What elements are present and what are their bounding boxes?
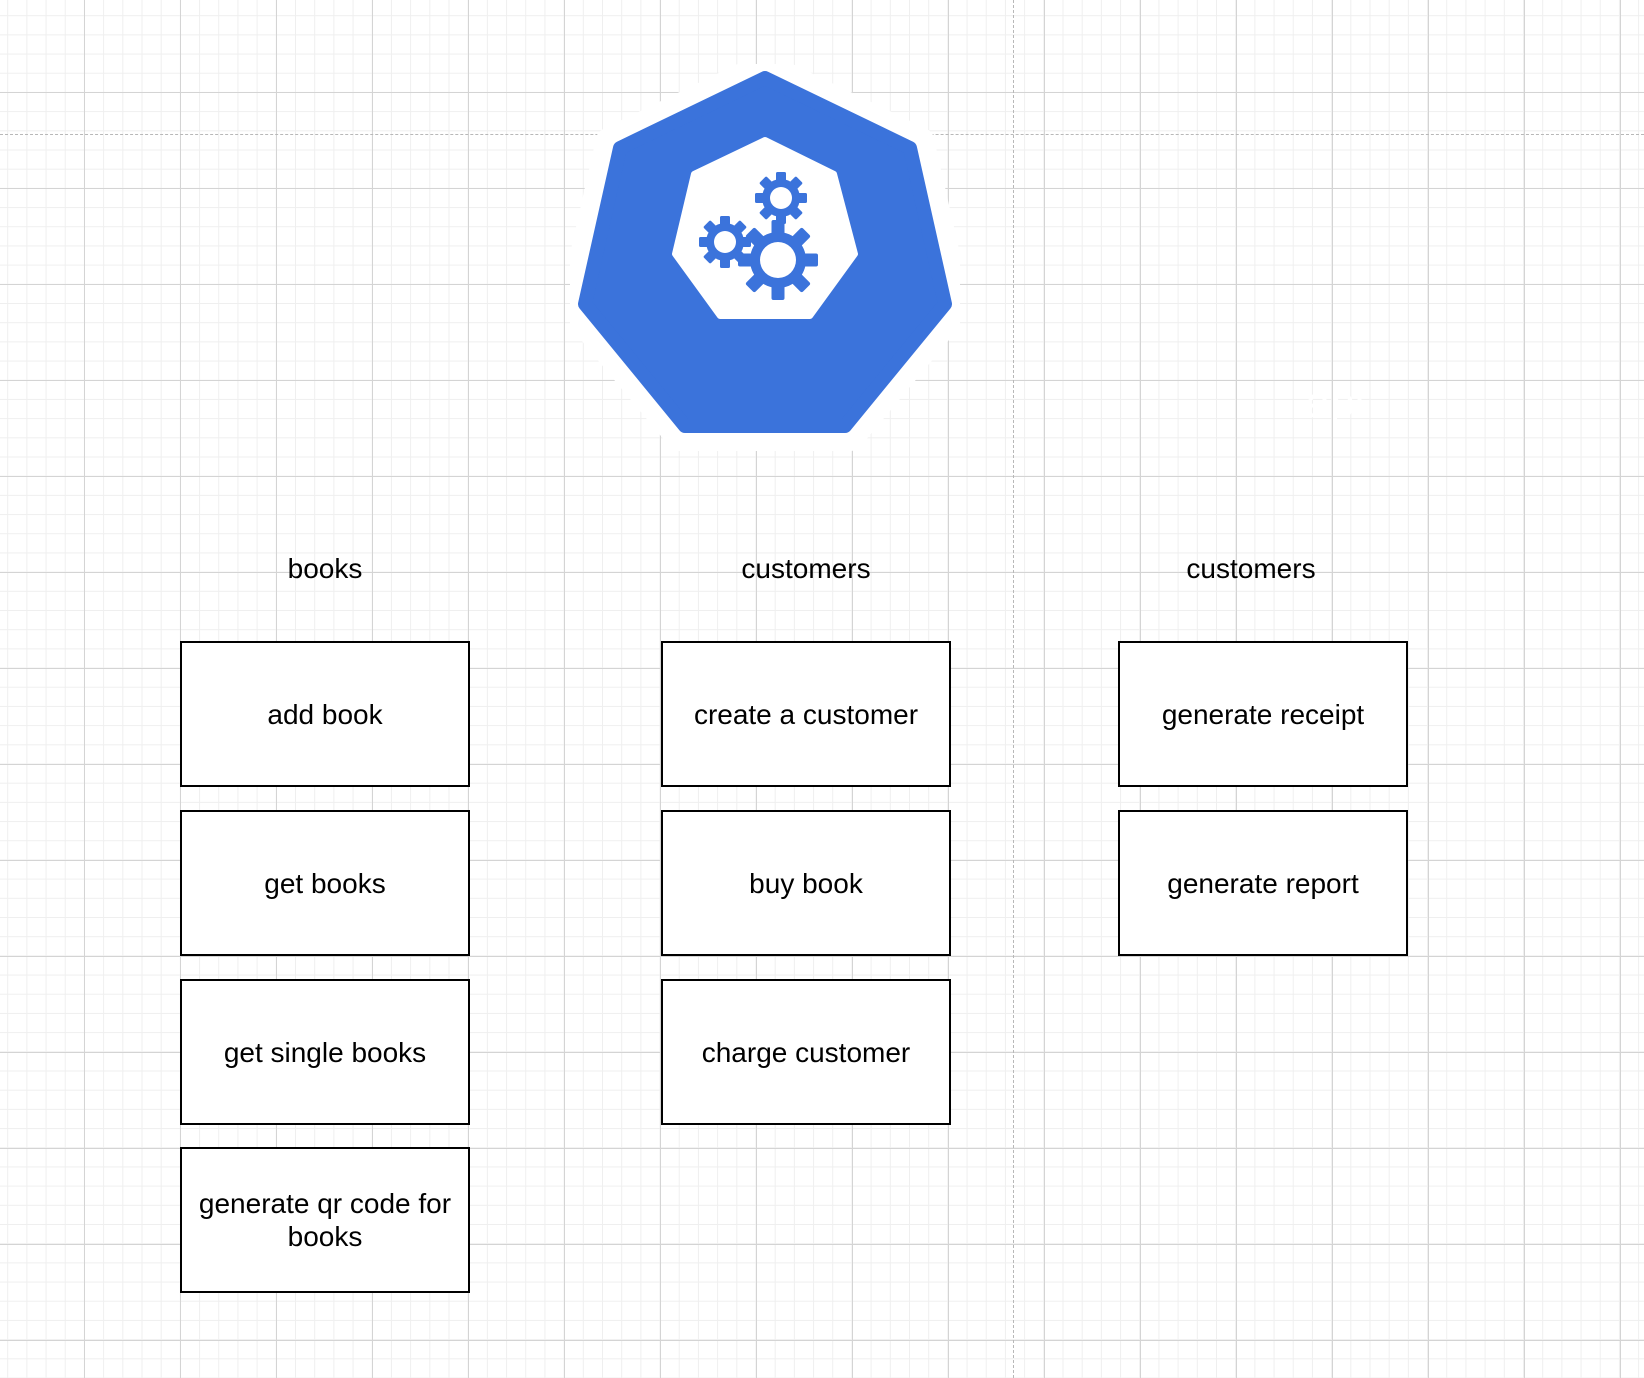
box-get-single-books[interactable]: get single books — [180, 979, 470, 1125]
column-header-books: books — [287, 553, 363, 584]
api-logo[interactable]: api — [570, 64, 1364, 454]
box-charge-customer[interactable]: charge customer — [661, 979, 951, 1125]
column-header-customers: customers — [741, 553, 871, 584]
gears-icon — [570, 64, 960, 451]
api-label: api — [1305, 378, 1365, 427]
page-break-vertical — [1013, 0, 1014, 1378]
box-add-book[interactable]: add book — [180, 641, 470, 787]
column-header-customers-reports: customers — [1186, 553, 1316, 584]
box-generate-qr-code[interactable]: generate qr code for books — [180, 1147, 470, 1293]
box-generate-receipt[interactable]: generate receipt — [1118, 641, 1408, 787]
box-buy-book[interactable]: buy book — [661, 810, 951, 956]
box-generate-report[interactable]: generate report — [1118, 810, 1408, 956]
box-get-books[interactable]: get books — [180, 810, 470, 956]
box-create-customer[interactable]: create a customer — [661, 641, 951, 787]
